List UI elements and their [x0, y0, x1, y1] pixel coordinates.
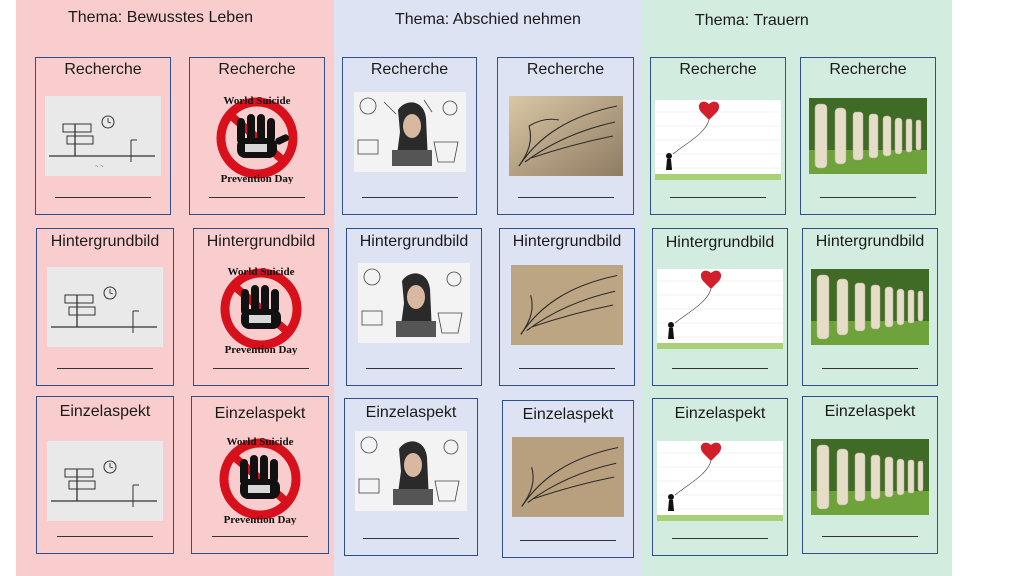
write-line [209, 197, 305, 198]
card-recherche-left[interactable]: Recherche [342, 57, 477, 215]
graveyard-stones-image [809, 98, 927, 174]
write-line [672, 368, 768, 369]
card-label: Einzelaspekt [674, 405, 766, 422]
prevention-day-logo-image: World Suicide Prevention Day [198, 433, 322, 525]
logo-text-bottom: Prevention Day [225, 344, 298, 355]
prevention-day-logo-image: World Suicide Prevention Day [199, 263, 323, 355]
card-recherche-left[interactable]: Recherche [650, 57, 786, 215]
card-label: Einzelaspekt [522, 406, 614, 423]
girl-collage-image [358, 263, 470, 343]
graveyard-stones-image [811, 269, 929, 345]
card-label: Hintergrundbild [206, 233, 316, 250]
column-title: Thema: Bewusstes Leben [68, 9, 253, 26]
card-hintergrundbild-right[interactable]: Hintergrundbild [499, 228, 635, 386]
write-line [363, 538, 459, 539]
write-line [672, 538, 768, 539]
card-label: Einzelaspekt [824, 403, 916, 420]
girl-with-balloon-image [655, 100, 781, 180]
card-hintergrundbild-right[interactable]: Hintergrundbild [802, 228, 938, 386]
card-recherche-right[interactable]: Recherche [497, 57, 634, 215]
girl-collage-image [355, 431, 467, 511]
logo-text-top: World Suicide [224, 95, 291, 107]
card-einzelaspekt-right[interactable]: Einzelaspekt [802, 396, 938, 554]
card-label: Hintergrundbild [815, 233, 925, 250]
girl-collage-image [353, 92, 466, 172]
signpost-sketch-image [47, 441, 163, 521]
theme-column-abschied-nehmen: Thema: Abschied nehmen Recherche Recherc… [334, 0, 642, 576]
write-line [57, 536, 153, 537]
card-hintergrundbild-left[interactable]: Hintergrundbild [36, 228, 174, 386]
card-einzelaspekt-left[interactable]: Einzelaspekt [344, 398, 478, 556]
wing-sketch-image [508, 96, 623, 176]
write-line [361, 197, 458, 198]
card-einzelaspekt-right[interactable]: Einzelaspekt World Suicide Prevention Da… [191, 396, 329, 554]
card-einzelaspekt-right[interactable]: Einzelaspekt [502, 400, 634, 558]
card-label: Einzelaspekt [214, 405, 306, 422]
card-recherche-right[interactable]: Recherche [800, 57, 936, 215]
card-hintergrundbild-right[interactable]: Hintergrundbild World Suicide Prevention… [193, 228, 329, 386]
write-line [517, 197, 614, 198]
write-line [212, 536, 308, 537]
card-einzelaspekt-left[interactable]: Einzelaspekt [652, 398, 788, 556]
column-title: Thema: Abschied nehmen [395, 11, 581, 28]
card-label: Recherche [679, 61, 757, 78]
logo-text-top: World Suicide [228, 266, 295, 278]
card-label: Hintergrundbild [50, 233, 160, 250]
write-line [670, 197, 766, 198]
prevention-day-logo-image: World Suicide Prevention Day [195, 92, 319, 184]
card-label: Recherche [218, 61, 296, 78]
signpost-sketch-image [47, 267, 163, 347]
write-line [822, 536, 918, 537]
card-label: Hintergrundbild [359, 233, 469, 250]
girl-with-balloon-image [657, 269, 783, 349]
card-einzelaspekt-left[interactable]: Einzelaspekt [36, 396, 174, 554]
card-label: Hintergrundbild [665, 234, 775, 251]
card-label: Hintergrundbild [512, 233, 622, 250]
card-recherche-right[interactable]: Recherche World Suicide Prevention Day [189, 57, 325, 215]
card-recherche-left[interactable]: Recherche ~ ~ [35, 57, 171, 215]
logo-text-bottom: Prevention Day [221, 173, 294, 184]
graveyard-stones-image [811, 439, 929, 515]
write-line [366, 368, 462, 369]
write-line [822, 368, 918, 369]
card-label: Einzelaspekt [59, 403, 151, 420]
card-hintergrundbild-left[interactable]: Hintergrundbild [652, 228, 788, 386]
card-label: Recherche [370, 61, 449, 78]
write-line [820, 197, 916, 198]
card-label: Einzelaspekt [365, 404, 457, 421]
svg-text:~ ~: ~ ~ [95, 164, 104, 170]
column-title: Thema: Trauern [695, 12, 809, 29]
logo-text-top: World Suicide [227, 436, 294, 448]
wing-sketch-image [511, 265, 623, 345]
write-line [55, 197, 151, 198]
card-label: Recherche [64, 61, 142, 78]
girl-with-balloon-image [657, 441, 783, 521]
theme-column-bewusstes-leben: Thema: Bewusstes Leben Recherche ~ ~ Rec… [16, 0, 334, 576]
wing-sketch-image [512, 437, 624, 517]
write-line [213, 368, 309, 369]
card-hintergrundbild-left[interactable]: Hintergrundbild [346, 228, 482, 386]
write-line [520, 540, 616, 541]
write-line [519, 368, 615, 369]
theme-column-trauern: Thema: Trauern Recherche Recherche [642, 0, 952, 576]
logo-text-bottom: Prevention Day [224, 514, 297, 525]
card-label: Recherche [829, 61, 907, 78]
write-line [57, 368, 153, 369]
signpost-sketch-image: ~ ~ [45, 96, 161, 176]
card-label: Recherche [526, 61, 605, 78]
